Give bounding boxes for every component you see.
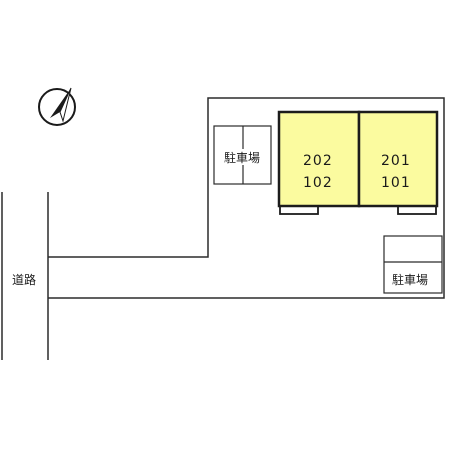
- road-lines: [1, 192, 49, 360]
- north-arrow-icon: [38, 87, 76, 126]
- unit-label-102: 102: [303, 175, 333, 191]
- building: 202 102 201 101: [277, 110, 439, 215]
- unit-block-201-101: [357, 110, 439, 208]
- unit-label-101: 101: [381, 175, 411, 191]
- unit-label-201: 201: [381, 153, 411, 169]
- parking-label-right: 駐車場: [392, 272, 428, 287]
- unit-label-202: 202: [303, 153, 333, 169]
- parking-label-left: 駐車場: [224, 150, 260, 165]
- unit-block-202-102: [277, 110, 361, 208]
- parking-lot-right: 駐車場: [383, 235, 443, 294]
- site-boundary: [48, 97, 445, 299]
- parking-lot-left: 駐車場: [213, 125, 272, 185]
- road-label: 道路: [12, 272, 36, 287]
